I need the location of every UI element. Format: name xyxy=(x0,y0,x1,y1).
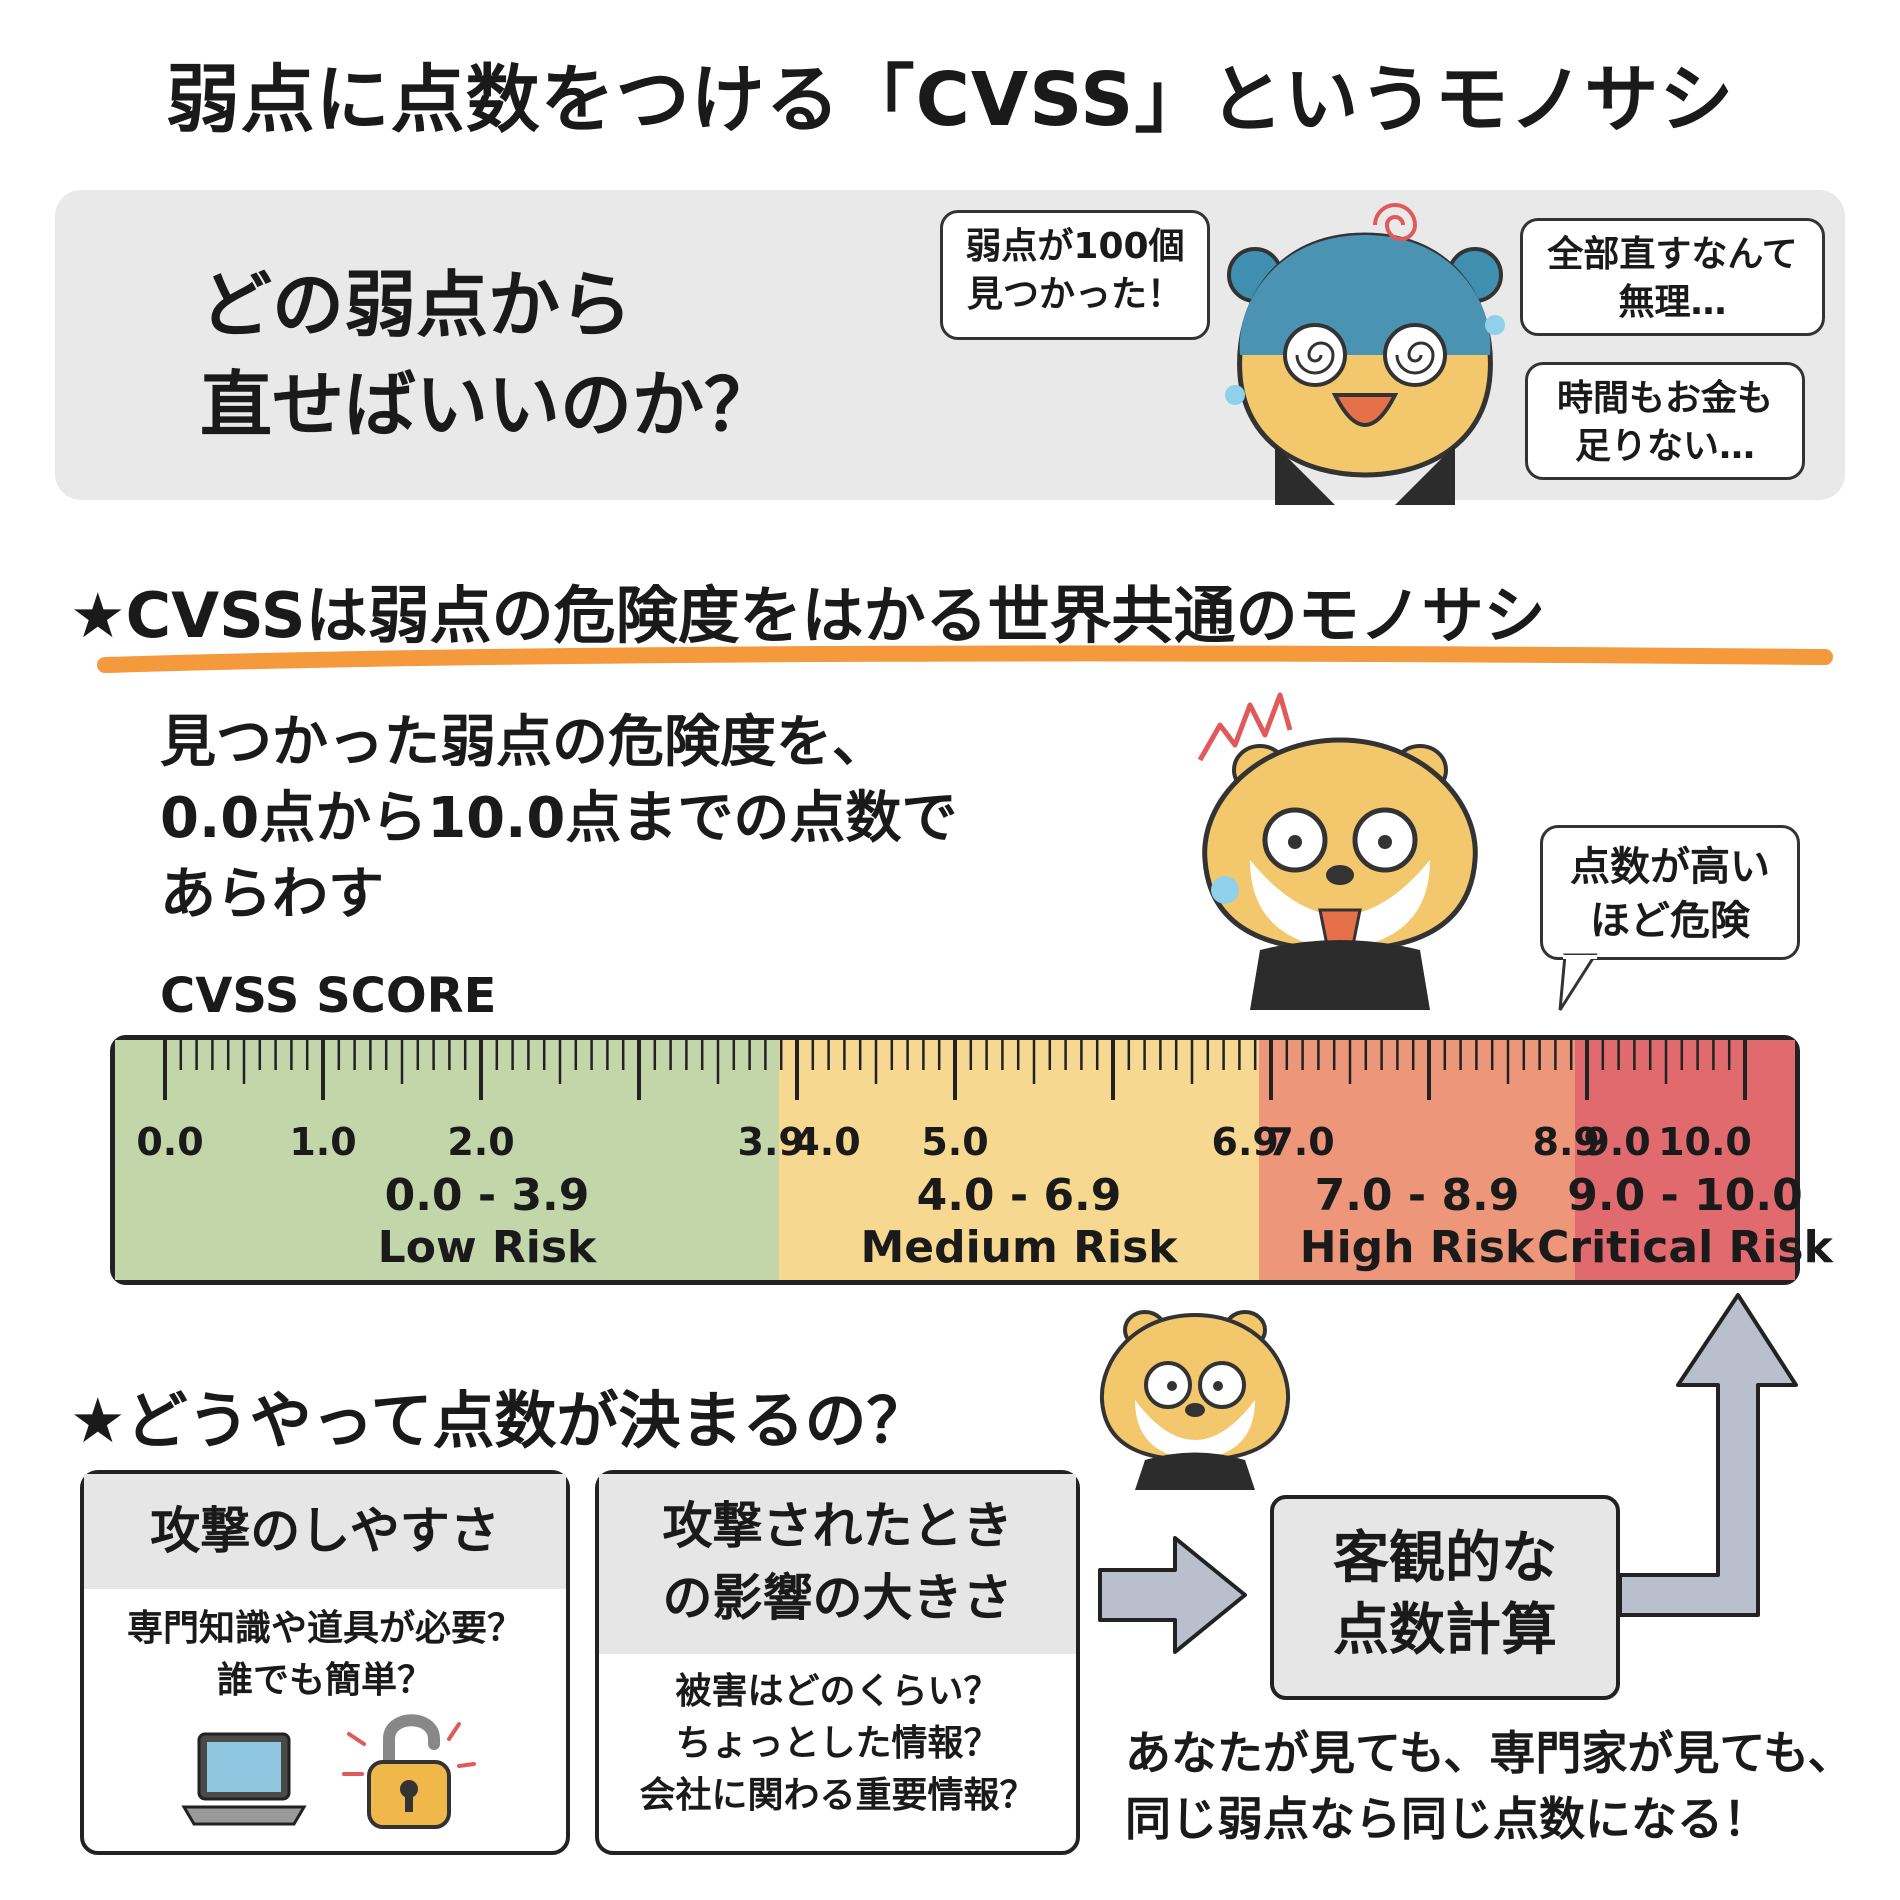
bubble-line: 見つかった！ xyxy=(966,274,1183,315)
range-name: Critical Risk xyxy=(1537,1222,1833,1273)
speech-bubble-cannot-fix-all: 全部直すなんて 無理… xyxy=(1520,218,1825,336)
question-line-2: 直せばいいのか？ xyxy=(200,363,777,447)
segment-high xyxy=(1259,1040,1575,1280)
calc-line: 客観的な xyxy=(1333,1526,1557,1591)
tick-label: 8.9 xyxy=(1532,1120,1600,1164)
tick-label: 4.0 xyxy=(793,1120,861,1164)
tick-label: 7.0 xyxy=(1267,1120,1335,1164)
page-title: 弱点に点数をつける「CVSS」というモノサシ xyxy=(165,57,1735,143)
impact-size-body: 被害はどのくらい？ ちょっとした情報？ 会社に関わる重要情報？ xyxy=(599,1654,1076,1822)
conclusion-line: あなたが見ても、専門家が見ても、 xyxy=(1125,1726,1854,1780)
attack-ease-title: 攻撃のしやすさ xyxy=(84,1474,566,1589)
right-arrow-icon xyxy=(1098,1536,1247,1654)
worried-mascot-illustration xyxy=(1225,232,1505,505)
box-line: 会社に関わる重要情報？ xyxy=(639,1775,1036,1816)
attack-ease-body: 専門知識や道具が必要？ 誰でも簡単？ xyxy=(84,1589,566,1707)
section-heading-how-scored: ★どうやって点数が決まるの？ xyxy=(70,1384,929,1457)
alert-burst-icon xyxy=(1197,692,1293,762)
cvss-score-label: CVSS SCORE xyxy=(160,968,497,1024)
bubble-line: 点数が高い xyxy=(1570,844,1770,890)
attack-ease-box: 攻撃のしやすさ 専門知識や道具が必要？ 誰でも簡単？ xyxy=(80,1470,570,1855)
box-line: 被害はどのくらい？ xyxy=(675,1671,1000,1712)
speech-bubble-no-time-money: 時間もお金も 足りない… xyxy=(1525,362,1805,480)
bubble-line: 弱点が100個 xyxy=(965,226,1185,267)
description-line: あらわす xyxy=(160,862,384,927)
box-line: 専門知識や道具が必要？ xyxy=(126,1608,523,1649)
cvss-description: 見つかった弱点の危険度を、 0.0点から10.0点までの点数で あらわす xyxy=(160,705,957,933)
range-name: High Risk xyxy=(1299,1222,1535,1273)
range-value: 4.0 - 6.9 xyxy=(916,1170,1122,1221)
thinking-mascot-illustration xyxy=(1099,1310,1291,1490)
range-value: 7.0 - 8.9 xyxy=(1314,1170,1520,1221)
heading-underline-stroke xyxy=(97,645,1833,673)
bubble-line: 足りない… xyxy=(1574,426,1755,467)
bubble-line: 全部直すなんて xyxy=(1547,234,1798,275)
segment-medium xyxy=(779,1040,1259,1280)
tick-label: 10.0 xyxy=(1658,1120,1752,1164)
conclusion-text: あなたが見ても、専門家が見ても、 同じ弱点なら同じ点数になる！ xyxy=(1125,1720,1854,1852)
bubble-tail xyxy=(1558,953,1598,1011)
surprised-mascot-illustration xyxy=(1202,737,1478,1010)
bubble-line: 無理… xyxy=(1618,282,1727,323)
range-name: Medium Risk xyxy=(860,1222,1178,1273)
ruler-tick-marks xyxy=(163,1040,1747,1100)
laptop-icon xyxy=(181,1732,307,1826)
range-value: 0.0 - 3.9 xyxy=(384,1170,590,1221)
speech-bubble-higher-score-danger: 点数が高い ほど危険 xyxy=(1540,825,1800,960)
calc-line: 点数計算 xyxy=(1333,1598,1557,1663)
conclusion-line: 同じ弱点なら同じ点数になる！ xyxy=(1125,1792,1769,1846)
box-line: 誰でも簡単？ xyxy=(216,1660,433,1701)
tick-label: 2.0 xyxy=(447,1120,515,1164)
dizzy-swirl-icon xyxy=(1373,203,1418,241)
bubble-line: 時間もお金も xyxy=(1556,378,1773,419)
objective-score-calculation-box: 客観的な 点数計算 xyxy=(1270,1495,1620,1700)
segment-low xyxy=(115,1040,779,1280)
tick-label: 9.0 xyxy=(1583,1120,1651,1164)
tick-label: 6.9 xyxy=(1211,1120,1279,1164)
segment-critical xyxy=(1575,1040,1795,1280)
question-line-1: どの弱点から xyxy=(200,263,633,347)
up-arrow-icon xyxy=(1618,1293,1798,1617)
range-value: 9.0 - 10.0 xyxy=(1567,1170,1803,1221)
intro-question: どの弱点から 直せばいいのか？ xyxy=(200,255,776,455)
impact-size-title: 攻撃されたとき の影響の大きさ xyxy=(599,1474,1076,1654)
tick-label: 0.0 xyxy=(136,1120,204,1164)
range-name: Low Risk xyxy=(377,1222,597,1273)
unlocked-padlock-icon xyxy=(342,1714,476,1829)
box-line: ちょっとした情報？ xyxy=(675,1723,1000,1764)
tick-label: 3.9 xyxy=(737,1120,805,1164)
section-heading-cvss: ★CVSSは弱点の危険度をはかる世界共通のモノサシ xyxy=(70,579,1546,652)
bubble-line: ほど危険 xyxy=(1590,898,1750,944)
description-line: 0.0点から10.0点までの点数で xyxy=(160,786,958,851)
speech-bubble-100-weaknesses: 弱点が100個 見つかった！ xyxy=(940,210,1210,340)
tick-label: 1.0 xyxy=(289,1120,357,1164)
box-title-line: の影響の大きさ xyxy=(662,1569,1013,1627)
tick-label: 5.0 xyxy=(921,1120,989,1164)
box-title-line: 攻撃されたとき xyxy=(662,1497,1013,1555)
impact-size-box: 攻撃されたとき の影響の大きさ 被害はどのくらい？ ちょっとした情報？ 会社に関… xyxy=(595,1470,1080,1855)
description-line: 見つかった弱点の危険度を、 xyxy=(160,710,888,775)
